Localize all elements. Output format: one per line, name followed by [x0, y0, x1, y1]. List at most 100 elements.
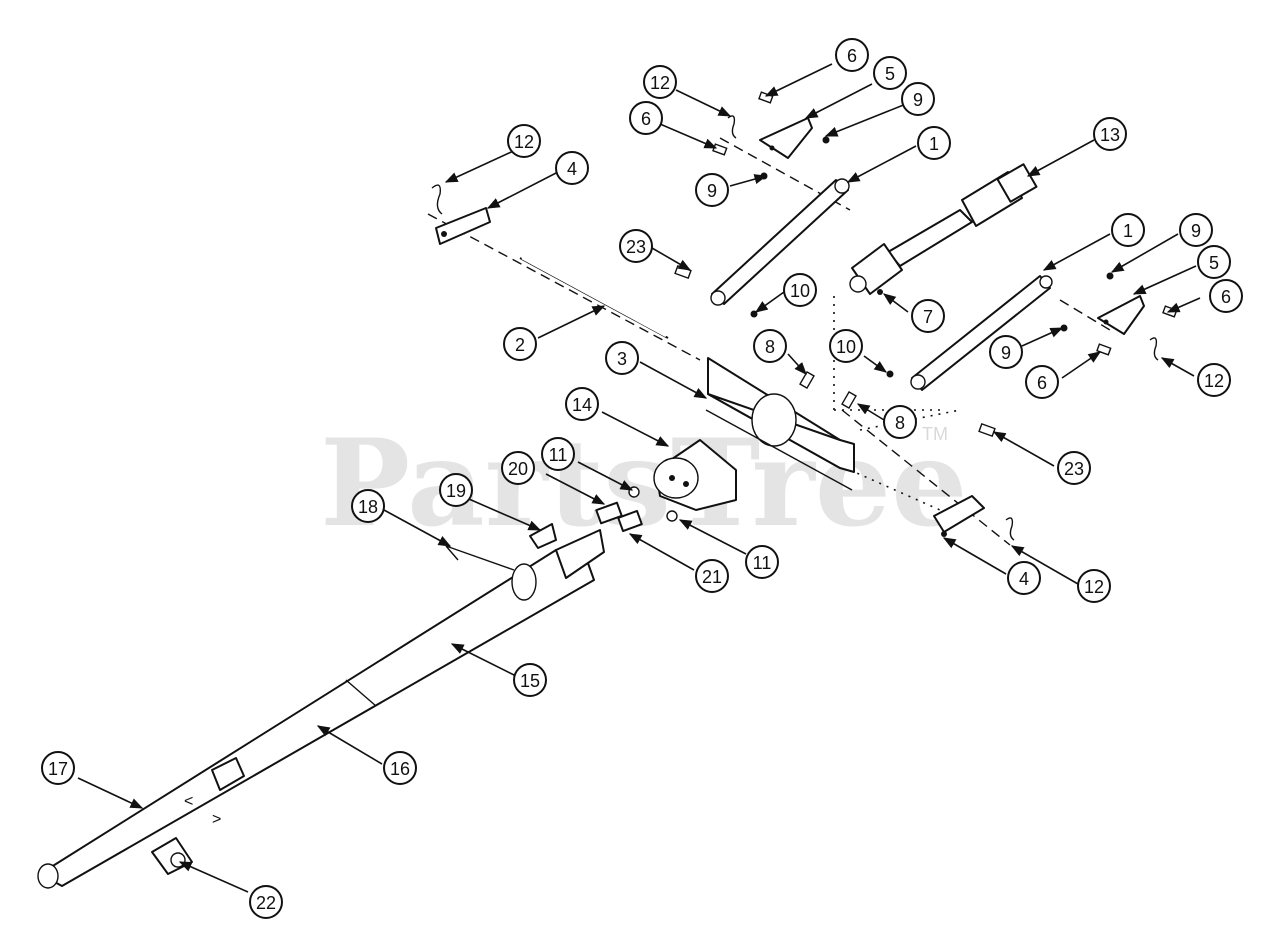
- callout-circle: [383, 751, 417, 785]
- mount-plate: [705, 357, 855, 491]
- callout-label: 19: [446, 481, 466, 501]
- callout-9: 9: [989, 335, 1023, 369]
- callout-circle: [783, 273, 817, 307]
- callout-circle: [249, 885, 283, 919]
- callout-12: 12: [1197, 363, 1231, 397]
- callout-label: 20: [508, 459, 528, 479]
- callout-label: 22: [256, 893, 276, 913]
- bracket-top: [759, 117, 813, 159]
- callout-circle: [1093, 117, 1127, 151]
- callout-7: 7: [911, 299, 945, 333]
- callout-2: 2: [503, 327, 537, 361]
- bracket-lower-right: [933, 495, 985, 537]
- callout-8: 8: [753, 329, 787, 363]
- callout-label: 6: [1037, 373, 1047, 393]
- callout-circle: [439, 473, 473, 507]
- callout-4: 4: [555, 151, 589, 185]
- callout-label: 5: [1209, 253, 1219, 273]
- elbow-22: [151, 837, 193, 875]
- callout-16: 16: [383, 751, 417, 785]
- callout-circle: [989, 335, 1023, 369]
- watermark: PartsTree TM: [320, 413, 967, 554]
- callout-label: 6: [641, 109, 651, 129]
- callout-label: 12: [514, 132, 534, 152]
- arm-right: [910, 275, 1053, 391]
- callout-label: 6: [1221, 287, 1231, 307]
- leader-lines: [77, 63, 1201, 893]
- callout-10: 10: [783, 273, 817, 307]
- callout-circle: [829, 329, 863, 363]
- callout-9: 9: [1179, 213, 1213, 247]
- callout-circle: [695, 173, 729, 207]
- callout-circle: [541, 437, 575, 471]
- callout-label: 15: [520, 671, 540, 691]
- callout-label: 9: [1001, 343, 1011, 363]
- callout-label: 12: [1084, 577, 1104, 597]
- callout-circle: [605, 341, 639, 375]
- callout-6: 6: [1025, 365, 1059, 399]
- callout-label: 8: [895, 413, 905, 433]
- rod-2: [519, 256, 669, 339]
- callout-17: 17: [41, 751, 75, 785]
- callout-8: 8: [883, 405, 917, 439]
- callout-label: 5: [885, 64, 895, 84]
- callout-circle: [695, 559, 729, 593]
- assembly-lines: [427, 137, 1111, 546]
- callout-label: 10: [790, 281, 810, 301]
- pin-18: [445, 545, 515, 571]
- callout-label: 7: [923, 307, 933, 327]
- callout-circle: [619, 229, 653, 263]
- callout-5: 5: [1197, 245, 1231, 279]
- callout-label: 4: [1019, 569, 1029, 589]
- callout-5: 5: [873, 56, 907, 90]
- callout-label: 13: [1100, 125, 1120, 145]
- callout-11: 11: [745, 545, 779, 579]
- callout-circle: [351, 489, 385, 523]
- alignment-marks: < >: [184, 793, 221, 828]
- callout-label: 3: [617, 349, 627, 369]
- callout-circle: [745, 545, 779, 579]
- callout-1: 1: [917, 126, 951, 160]
- callout-label: 10: [836, 337, 856, 357]
- callout-14: 14: [565, 387, 599, 421]
- callout-23: 23: [1057, 451, 1091, 485]
- callout-label: 9: [707, 181, 717, 201]
- callout-12: 12: [507, 124, 541, 158]
- mark-open: <: [184, 793, 193, 810]
- callout-circle: [1179, 213, 1213, 247]
- callout-4: 4: [1007, 561, 1041, 595]
- callout-label: 12: [650, 73, 670, 93]
- callout-11: 11: [541, 437, 575, 471]
- callout-label: 9: [1191, 221, 1201, 241]
- callout-21: 21: [695, 559, 729, 593]
- hose-assembly: [37, 523, 605, 889]
- callout-12: 12: [1077, 569, 1111, 603]
- callout-6: 6: [1209, 279, 1243, 313]
- watermark-text: PartsTree: [320, 413, 967, 554]
- callout-circle: [629, 101, 663, 135]
- callout-circle: [901, 82, 935, 116]
- callout-circle: [753, 329, 787, 363]
- motor: [653, 439, 737, 511]
- callout-3: 3: [605, 341, 639, 375]
- callout-label: 1: [1123, 221, 1133, 241]
- callout-9: 9: [695, 173, 729, 207]
- callout-circle: [555, 151, 589, 185]
- callout-label: 23: [1064, 459, 1084, 479]
- callout-label: 9: [913, 90, 923, 110]
- callout-circle: [1209, 279, 1243, 313]
- callout-label: 11: [753, 553, 772, 573]
- callout-circle: [41, 751, 75, 785]
- callout-19: 19: [439, 473, 473, 507]
- fittings: [595, 486, 678, 532]
- callout-label: 4: [567, 159, 577, 179]
- callout-circle: [1111, 213, 1145, 247]
- callout-circle: [501, 451, 535, 485]
- callout-circle: [643, 65, 677, 99]
- bracket-left: [435, 207, 491, 245]
- callout-22: 22: [249, 885, 283, 919]
- callout-circle: [917, 126, 951, 160]
- callout-label: 14: [572, 395, 592, 415]
- arm-left: [710, 178, 850, 306]
